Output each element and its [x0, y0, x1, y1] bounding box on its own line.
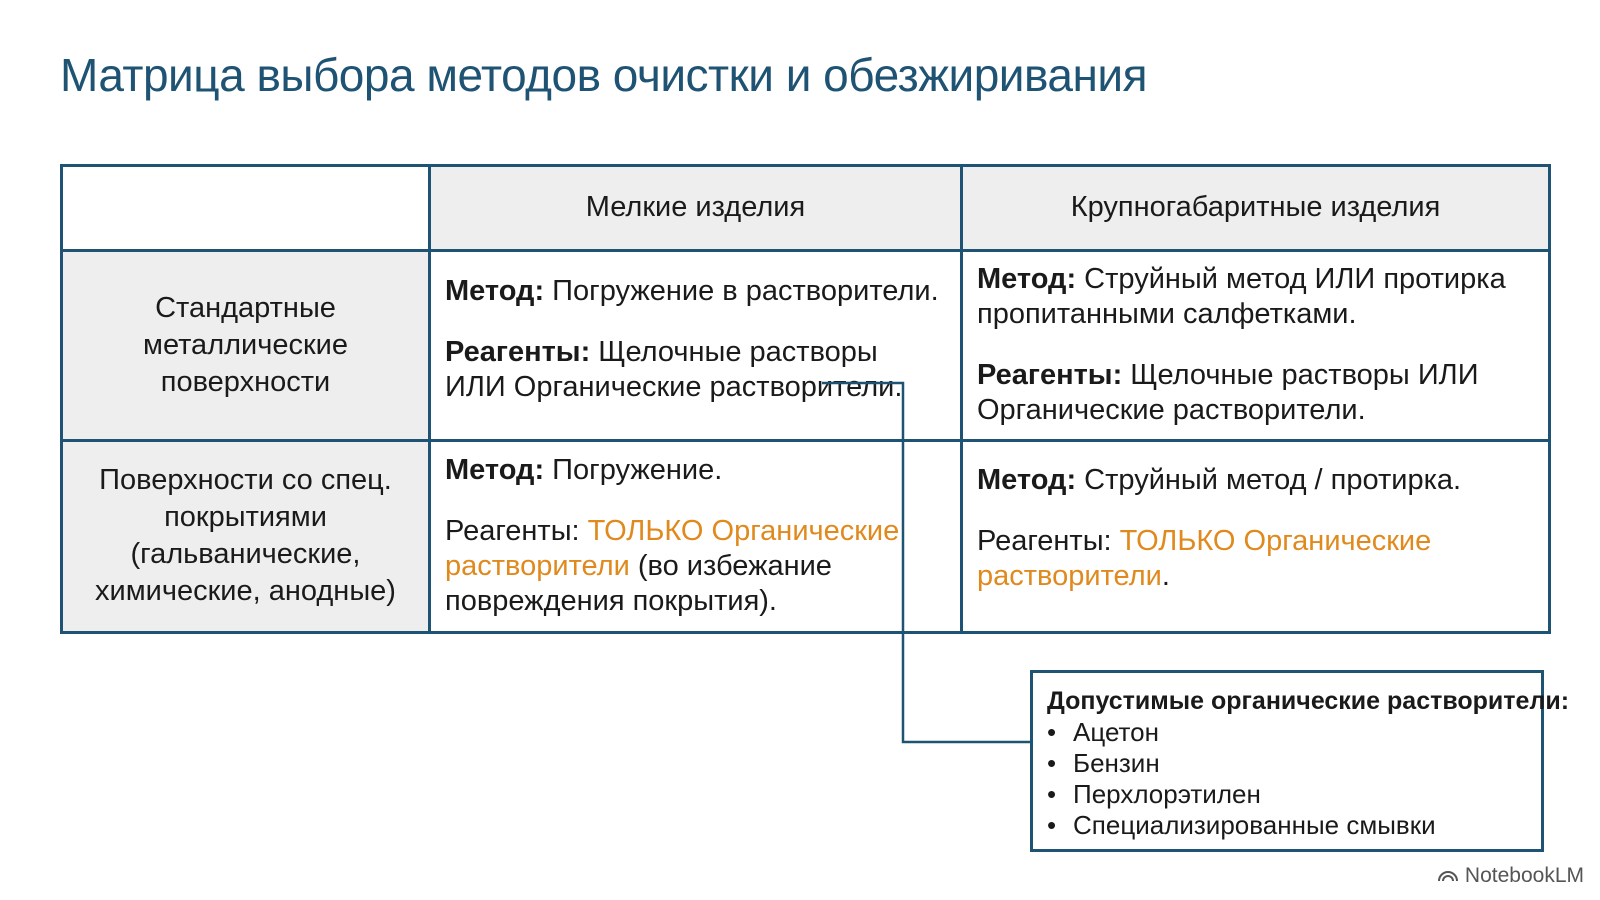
row-header-label: Поверхности со спец. покрытиями (гальван… [95, 464, 396, 608]
reagents-text: Реагенты: Щелочные растворы ИЛИ Органиче… [977, 358, 1534, 428]
list-item: • Бензин [1047, 748, 1527, 779]
method-value: Погружение в растворители. [544, 274, 939, 307]
reagents-label: Реагенты: [977, 524, 1120, 557]
reagents-text: Реагенты: ТОЛЬКО Органические растворите… [445, 514, 946, 619]
list-item: • Перхлорэтилен [1047, 779, 1527, 810]
solvent-name: Перхлорэтилен [1073, 779, 1261, 809]
method-label: Метод: [445, 274, 545, 307]
method-value: Струйный метод / протирка. [1076, 463, 1462, 496]
selection-matrix: Мелкие изделия Крупногабаритные изделия … [60, 164, 1551, 635]
solvent-name: Ацетон [1073, 717, 1159, 747]
table-row: Стандартные металлические поверхности Ме… [60, 248, 1551, 442]
notebooklm-icon-svg [1437, 870, 1458, 881]
solvent-list: • Ацетон • Бензин • Перхлорэтилен • Специали… [1047, 717, 1527, 841]
reagents-label: Реагенты: [445, 335, 591, 368]
list-item: • Ацетон [1047, 717, 1527, 748]
reagents-label: Реагенты: [977, 359, 1123, 392]
method-label: Метод: [445, 454, 545, 487]
bullet-icon: • [1047, 810, 1057, 840]
method-label: Метод: [977, 463, 1077, 496]
reagents-text: Реагенты: ТОЛЬКО Органические растворите… [977, 524, 1534, 594]
column-header-large: Крупногабаритные изделия [960, 164, 1551, 252]
callout-title: Допустимые органические растворители: [1047, 687, 1570, 715]
method-text: Метод: Погружение. [445, 453, 946, 488]
cell-coated-large: Метод: Струйный метод / протирка. Реаген… [960, 438, 1551, 635]
reagents-value: Щелочные растворы ИЛИ Органические раств… [977, 359, 1479, 427]
brand-label: NotebookLM [1464, 864, 1584, 887]
notebooklm-icon [1437, 865, 1459, 888]
header-row: Мелкие изделия Крупногабаритные изделия [60, 164, 1551, 252]
cell-coated-small: Метод: Погружение. Реагенты: ТОЛЬКО Орга… [428, 438, 963, 635]
table-row: Поверхности со спец. покрытиями (гальван… [60, 438, 1551, 635]
row-header-standard: Стандартные металлические поверхности [60, 248, 431, 442]
row-header-label: Стандартные металлические поверхности [143, 291, 348, 398]
bullet-icon: • [1047, 748, 1057, 778]
row-header-coated: Поверхности со спец. покрытиями (гальван… [60, 438, 431, 635]
page-title: Матрица выбора методов очистки и обезжир… [60, 49, 1148, 101]
solvents-callout: Допустимые органические растворители: • А… [1030, 670, 1570, 852]
cell-standard-large: Метод: Струйный метод ИЛИ протирка пропи… [960, 248, 1551, 442]
method-text: Метод: Струйный метод ИЛИ протирка пропи… [977, 262, 1534, 332]
reagents-label: Реагенты: [445, 515, 588, 548]
method-value: Струйный метод ИЛИ протирка пропитанными… [977, 263, 1506, 331]
list-item: • Специализированные смывки [1047, 810, 1527, 841]
reagents-tail: (во избежание повреждения покрытия). [445, 550, 832, 618]
method-text: Метод: Струйный метод / протирка. [977, 463, 1534, 498]
cell-standard-small: Метод: Погружение в растворители. Реаген… [428, 248, 963, 442]
solvent-name: Специализированные смывки [1073, 810, 1436, 840]
solvent-name: Бензин [1073, 748, 1160, 778]
brand-watermark: NotebookLM [1437, 864, 1584, 888]
method-value: Погружение. [544, 454, 723, 487]
bullet-icon: • [1047, 779, 1057, 809]
method-text: Метод: Погружение в растворители. [445, 274, 946, 309]
method-label: Метод: [977, 263, 1077, 296]
reagents-tail: . [1161, 559, 1170, 592]
reagents-text: Реагенты: Щелочные растворы ИЛИ Органиче… [445, 335, 946, 405]
corner-cell [60, 164, 431, 252]
column-header-small: Мелкие изделия [428, 164, 963, 252]
bullet-icon: • [1047, 717, 1057, 747]
